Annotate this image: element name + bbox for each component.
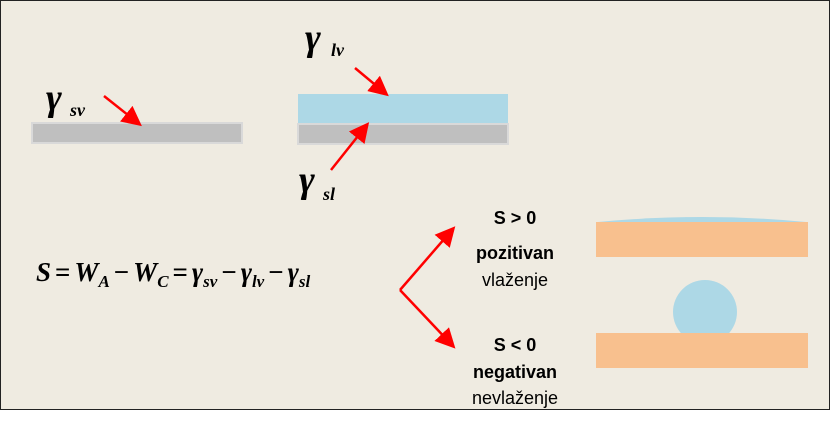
arrow-branch-up — [399, 226, 456, 291]
label-vlazenje: vlaženje — [481, 270, 549, 290]
solid-plate-wetted — [297, 123, 509, 145]
arrow-branch-down — [399, 289, 456, 349]
liquid-film — [298, 94, 508, 124]
spread-liquid-film — [598, 217, 806, 222]
condition-negative: S < 0 — [493, 335, 537, 355]
gamma-lv-symbol: γ — [305, 17, 321, 59]
spreading-coefficient-formula: S=WA−WC=γsv−γlv−γsl — [36, 257, 311, 291]
arrow-gamma-sv — [103, 95, 142, 127]
liquid-droplet — [673, 280, 737, 344]
arrow-gamma-sl — [330, 122, 370, 171]
gamma-lv-subscript: lv — [331, 40, 345, 60]
gamma-sv-subscript: sv — [69, 100, 86, 120]
label-negativan: negativan — [472, 362, 558, 382]
label-nevlazenje: nevlaženje — [471, 388, 559, 408]
gamma-sl-symbol: γ — [299, 159, 315, 201]
gamma-sl-subscript: sl — [322, 184, 335, 204]
arrow-gamma-lv — [354, 67, 389, 97]
label-pozitivan: pozitivan — [475, 243, 554, 263]
solid-plate-bare — [31, 122, 243, 144]
substrate-positive — [596, 222, 808, 257]
condition-positive: S > 0 — [493, 208, 537, 228]
gamma-sv-symbol: γ — [46, 77, 62, 119]
substrate-negative — [596, 333, 808, 368]
